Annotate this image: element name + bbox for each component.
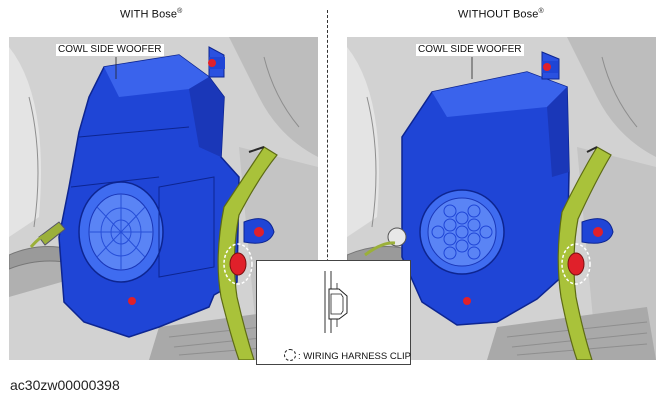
woofer-with-bose-drawing <box>9 37 318 360</box>
dashed-circle-icon <box>284 349 296 361</box>
illustration-without-bose <box>347 37 656 360</box>
illustration-with-bose <box>9 37 318 360</box>
legend-wiring-harness-clip: : WIRING HARNESS CLIP <box>256 260 411 365</box>
document-code: ac30zw00000398 <box>10 377 120 393</box>
panel-title-without-bose: WITHOUT Bose® <box>458 8 544 21</box>
panel-title-with-bose: WITH Bose® <box>120 8 183 21</box>
clip-detail-icon <box>324 271 348 333</box>
legend-label: : WIRING HARNESS CLIP <box>284 349 411 362</box>
woofer-without-bose-drawing <box>347 37 656 360</box>
callout-cowl-side-woofer-left: COWL SIDE WOOFER <box>56 44 164 56</box>
callout-cowl-side-woofer-right: COWL SIDE WOOFER <box>416 44 524 56</box>
panel-divider <box>327 10 328 362</box>
